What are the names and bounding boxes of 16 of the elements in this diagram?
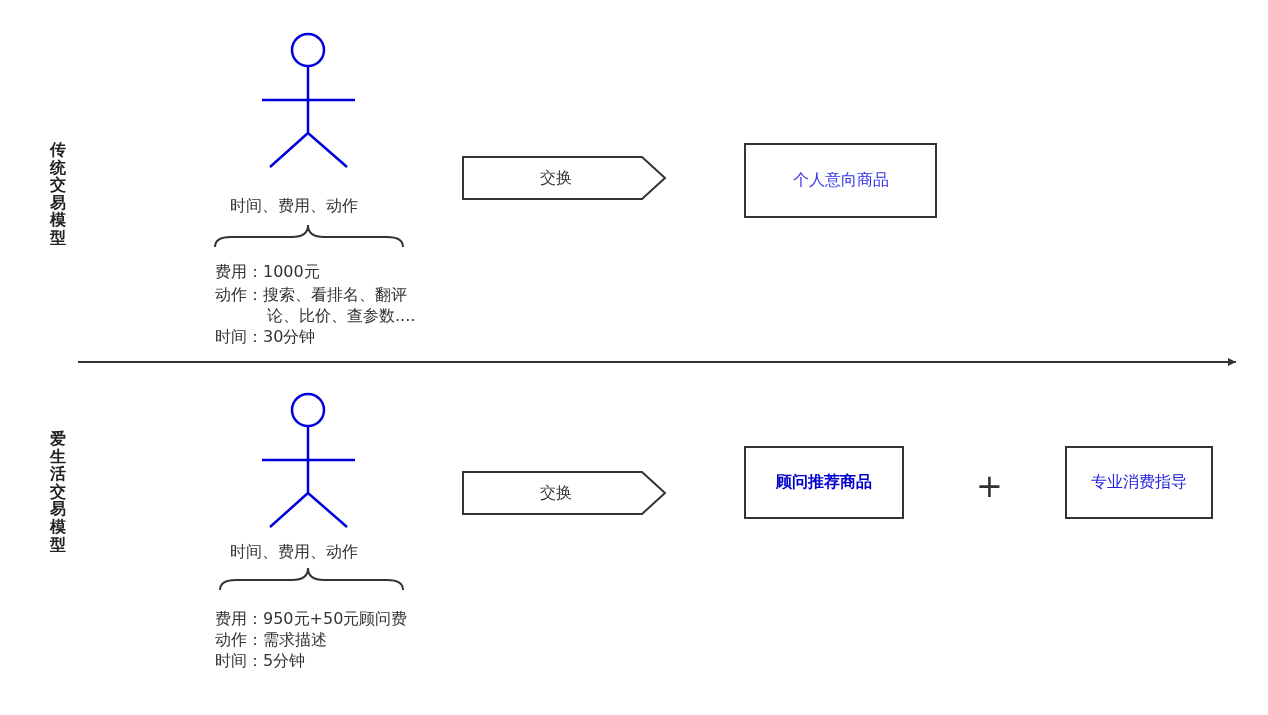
arrow-shape: 交换 bbox=[462, 156, 666, 200]
detail-text: 动作：需求描述 bbox=[215, 629, 327, 650]
arrow-shape: 交换 bbox=[462, 471, 666, 515]
detail-text: 费用：1000元 bbox=[215, 261, 320, 282]
detail-text: 时间：5分钟 bbox=[215, 650, 306, 671]
detail-text: 动作：搜索、看排名、翻评论、比价、查参数.... bbox=[215, 284, 417, 326]
row-label: 传统交易模型 bbox=[50, 141, 66, 247]
detail-text: 时间：30分钟 bbox=[215, 326, 316, 347]
row-label: 爱生活交易模型 bbox=[50, 430, 66, 554]
caption: 时间、费用、动作 bbox=[230, 195, 358, 216]
detail-text: 费用：950元+50元顾问费 bbox=[215, 608, 408, 629]
plus-sign: + bbox=[976, 468, 1003, 504]
process-box: 个人意向商品 bbox=[744, 143, 937, 218]
caption: 时间、费用、动作 bbox=[230, 541, 358, 562]
process-box: 顾问推荐商品 bbox=[744, 446, 904, 519]
process-box: 专业消费指导 bbox=[1065, 446, 1213, 519]
